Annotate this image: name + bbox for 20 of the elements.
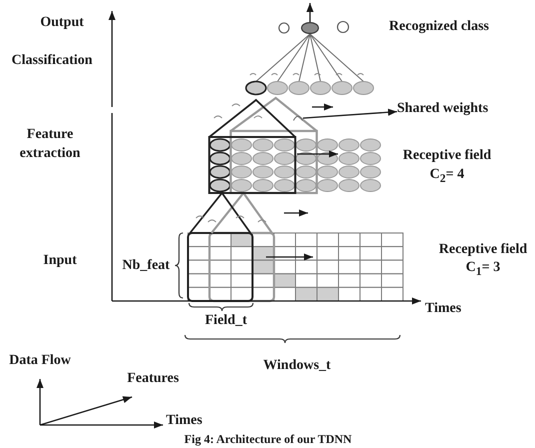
callout-label: Shared weights	[397, 100, 488, 117]
axis-label: Times	[425, 300, 462, 317]
dimension-label: Windows_t	[262, 357, 332, 374]
layer-label: Feature extraction	[18, 126, 82, 163]
output-neuron	[301, 22, 319, 34]
layer-label: Classification	[10, 52, 94, 69]
layer-label: Input	[42, 252, 78, 269]
dimension-label: Nb_feat	[121, 257, 171, 274]
output-label: Recognized class	[388, 18, 490, 35]
weight-arc	[293, 116, 303, 121]
layer-label: Output	[39, 14, 85, 31]
receptive-field-label: Receptive field C$_{2}$= 4	[402, 147, 492, 187]
leader-arrow	[302, 108, 398, 119]
axis-label: Features	[126, 370, 180, 387]
axis-label: Data Flow	[8, 352, 72, 369]
axis-label: Times	[166, 412, 204, 429]
dimension-label: Field_t	[204, 312, 248, 329]
figure-caption: Fig 4: Architecture of our TDNN	[183, 432, 353, 446]
output-arrow	[306, 3, 314, 22]
receptive-field-label: Receptive field C$_{1}$= 3	[438, 241, 528, 280]
